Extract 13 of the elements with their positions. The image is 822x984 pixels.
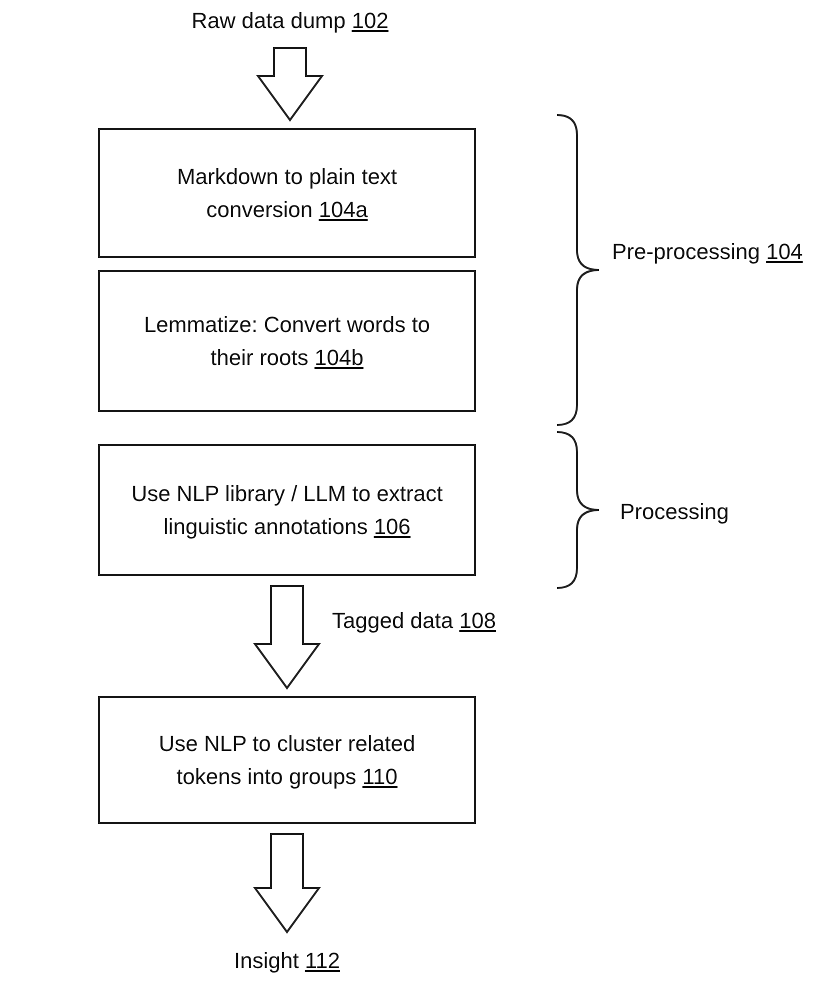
block-arrow (253, 833, 321, 934)
box-text: Insight 112 (234, 946, 340, 975)
process-box (98, 270, 476, 412)
box-text: Lemmatize: Convert words to their roots 104b (142, 311, 432, 372)
box-text: Use NLP to cluster related tokens into groups 110 (158, 730, 416, 791)
box-text: Use NLP library / LLM to extract linguistic annotations 106 (130, 480, 444, 541)
block-arrow (256, 47, 324, 122)
process-box (98, 444, 476, 576)
process-box (98, 696, 476, 824)
box-text: Markdown to plain text conversion 104a (176, 163, 398, 224)
block-arrow (253, 585, 321, 690)
process-box (98, 128, 476, 258)
box-text: Raw data dump 102 (192, 6, 388, 35)
